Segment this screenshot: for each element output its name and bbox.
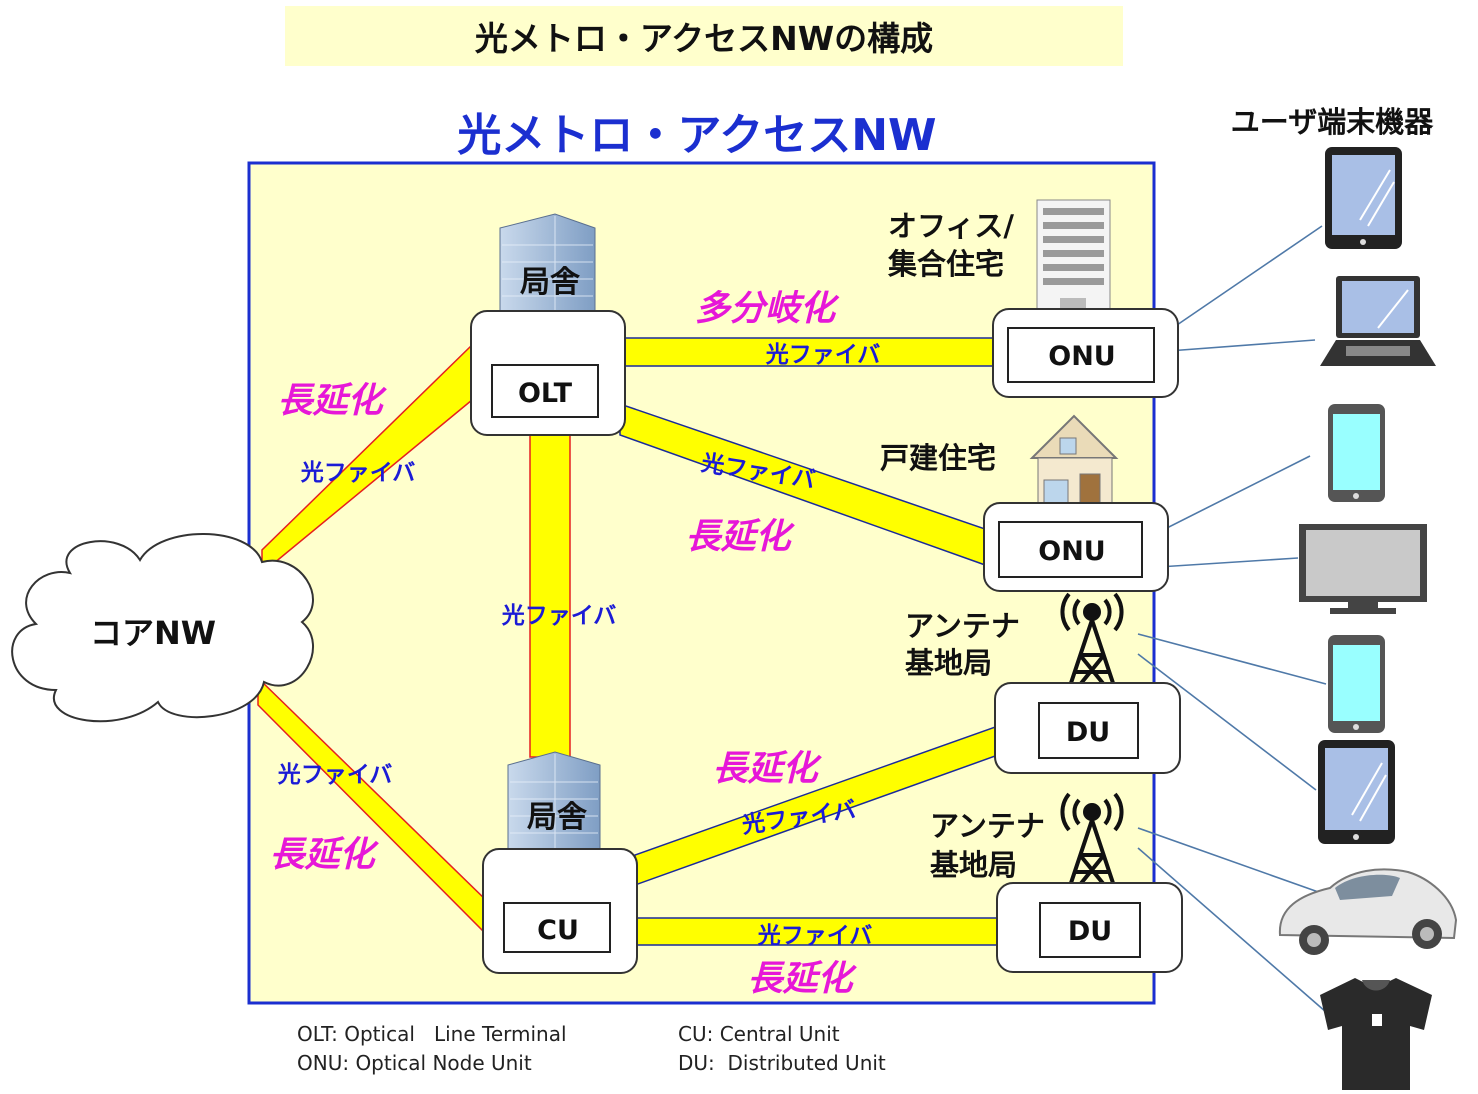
du2-site-label-line1: アンテナ <box>930 809 1045 843</box>
office-building-icon <box>1036 199 1111 319</box>
smartphone-icon <box>1328 635 1385 733</box>
onu-house-box <box>998 521 1143 578</box>
olt-box <box>491 364 599 418</box>
du1-site-label-line2: 基地局 <box>905 646 992 680</box>
link-onu1-tablet <box>1154 225 1323 341</box>
fiber-label: 光ファイバ <box>277 762 393 788</box>
du2-box <box>1039 902 1141 958</box>
fiber-label: 光ファイバ <box>300 460 416 486</box>
long-reach-annotation: 長延化 <box>269 835 379 875</box>
onu-office-label: ONU <box>1048 341 1115 372</box>
fiber-label: 光ファイバ <box>765 342 881 368</box>
du1-label: DU <box>1066 717 1110 748</box>
long-reach-annotation: 長延化 <box>685 517 795 557</box>
fiber-label: 光ファイバ <box>501 603 617 629</box>
fiber-links <box>257 337 1001 946</box>
wearable-shirt-icon <box>1320 978 1432 1090</box>
onu-house-label: ONU <box>1038 536 1105 567</box>
fiber-cu-du2 <box>635 917 1001 946</box>
link-du2-car <box>1137 827 1325 895</box>
olt-building-label: 局舎 <box>520 265 580 300</box>
link-du1-tablet <box>1137 653 1317 791</box>
laptop-icon <box>1320 276 1436 366</box>
car-icon <box>1278 868 1458 955</box>
link-onu1-laptop <box>1154 339 1316 353</box>
tv-monitor-icon <box>1299 524 1427 614</box>
antenna-tower-icon <box>1060 792 1124 894</box>
onu-office-box <box>1007 327 1155 383</box>
olt-label: OLT <box>518 378 573 409</box>
du2-site-label-line2: 基地局 <box>930 848 1017 882</box>
office-site-label-line2: 集合住宅 <box>887 247 1004 281</box>
du2-label: DU <box>1068 916 1112 947</box>
cu-building-label: 局舎 <box>527 800 587 835</box>
page-title: 光メトロ・アクセスNWの構成 <box>285 6 1123 66</box>
cu-box <box>503 902 611 953</box>
tablet-icon <box>1325 147 1402 249</box>
house-icon <box>1029 414 1119 509</box>
tablet-icon <box>1318 740 1395 844</box>
antenna-tower-icon <box>1060 592 1124 694</box>
smartphone-icon <box>1328 404 1385 502</box>
long-reach-annotation: 長延化 <box>277 381 387 421</box>
du1-site-label-line1: アンテナ <box>905 609 1020 643</box>
legend-du: DU: Distributed Unit <box>678 1051 886 1075</box>
du1-box <box>1038 702 1139 759</box>
link-du1-phone <box>1137 633 1327 685</box>
link-du2-wearable <box>1137 847 1327 1013</box>
long-reach-annotation: 長延化 <box>712 749 822 789</box>
legend-onu: ONU: Optical Node Unit <box>297 1051 532 1075</box>
office-site-label-line1: オフィス/ <box>888 209 1014 243</box>
cu-label: CU <box>537 915 579 946</box>
legend-cu: CU: Central Unit <box>678 1022 840 1046</box>
network-title: 光メトロ・アクセスNW <box>457 110 936 161</box>
long-reach-annotation: 長延化 <box>747 959 857 999</box>
core-network-cloud: コアNW <box>11 533 314 723</box>
fiber-olt-cu <box>529 434 571 758</box>
core-nw-label: コアNW <box>90 614 216 652</box>
link-onu2-phone <box>1142 455 1311 541</box>
user-devices-title: ユーザ端末機器 <box>1231 105 1434 139</box>
fiber-label: 光ファイバ <box>757 923 873 949</box>
legend-olt: OLT: Optical Line Terminal <box>297 1022 567 1046</box>
house-site-label: 戸建住宅 <box>880 441 996 475</box>
multi-branch-annotation: 多分岐化 <box>695 289 840 329</box>
